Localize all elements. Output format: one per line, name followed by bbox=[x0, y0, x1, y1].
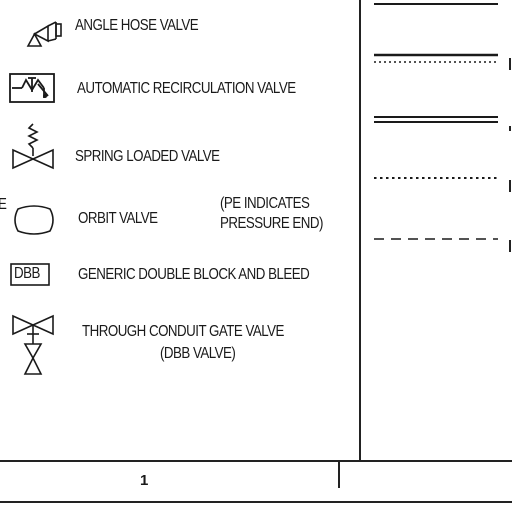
double-block-bleed-icon bbox=[10, 263, 50, 286]
dotted-line bbox=[374, 177, 498, 179]
double-solid-line bbox=[374, 116, 498, 123]
through-conduit-gate-valve-icon bbox=[12, 314, 54, 375]
title-block-bottom-border bbox=[0, 501, 512, 503]
angle-hose-valve-icon bbox=[26, 21, 62, 47]
orbit-valve-icon bbox=[14, 205, 54, 235]
column-divider bbox=[359, 0, 361, 460]
edge-mark bbox=[509, 126, 511, 131]
automatic-recirculation-valve-label: AUTOMATIC RECIRCULATION VALVE bbox=[77, 80, 296, 97]
through-conduit-gate-valve-label-line2: (DBB VALVE) bbox=[160, 345, 236, 362]
solid-top-line bbox=[374, 3, 498, 5]
angle-hose-valve-label: ANGLE HOSE VALVE bbox=[75, 17, 199, 34]
edge-mark bbox=[509, 240, 511, 252]
edge-mark bbox=[509, 180, 511, 192]
pressure-end-marker: E bbox=[0, 196, 7, 214]
title-block-divider bbox=[338, 461, 340, 488]
orbit-valve-note-line1: (PE INDICATES bbox=[220, 195, 310, 212]
through-conduit-gate-valve-label-line1: THROUGH CONDUIT GATE VALVE bbox=[82, 323, 284, 340]
orbit-valve-label: ORBIT VALVE bbox=[78, 210, 158, 227]
automatic-recirculation-valve-icon bbox=[9, 73, 55, 103]
double-line-with-dots bbox=[374, 53, 498, 63]
double-block-bleed-label: GENERIC DOUBLE BLOCK AND BLEED bbox=[78, 266, 310, 283]
dbb-box-text: DBB bbox=[14, 265, 40, 282]
orbit-valve-note-line2: PRESSURE END) bbox=[220, 215, 323, 232]
dashed-line bbox=[374, 238, 498, 240]
spring-loaded-valve-icon bbox=[12, 123, 54, 170]
title-block-top-border bbox=[0, 460, 512, 462]
edge-mark bbox=[509, 58, 511, 70]
spring-loaded-valve-label: SPRING LOADED VALVE bbox=[75, 148, 220, 165]
sheet-number: 1 bbox=[140, 472, 149, 489]
